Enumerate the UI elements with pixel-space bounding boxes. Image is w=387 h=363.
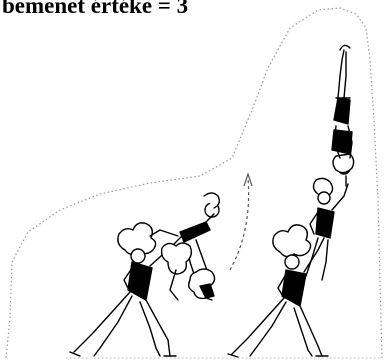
right-base-partner [228,225,328,357]
motion-arrow [230,174,252,270]
left-acrobat-group [70,193,219,356]
caption-text: bemenet értéke = 3 [2,0,188,20]
left-base-partner [70,223,182,356]
right-top-acrobat [332,45,354,186]
right-acrobat-group [228,45,354,357]
left-spotter [162,243,215,300]
right-middle-acrobat [306,178,348,280]
